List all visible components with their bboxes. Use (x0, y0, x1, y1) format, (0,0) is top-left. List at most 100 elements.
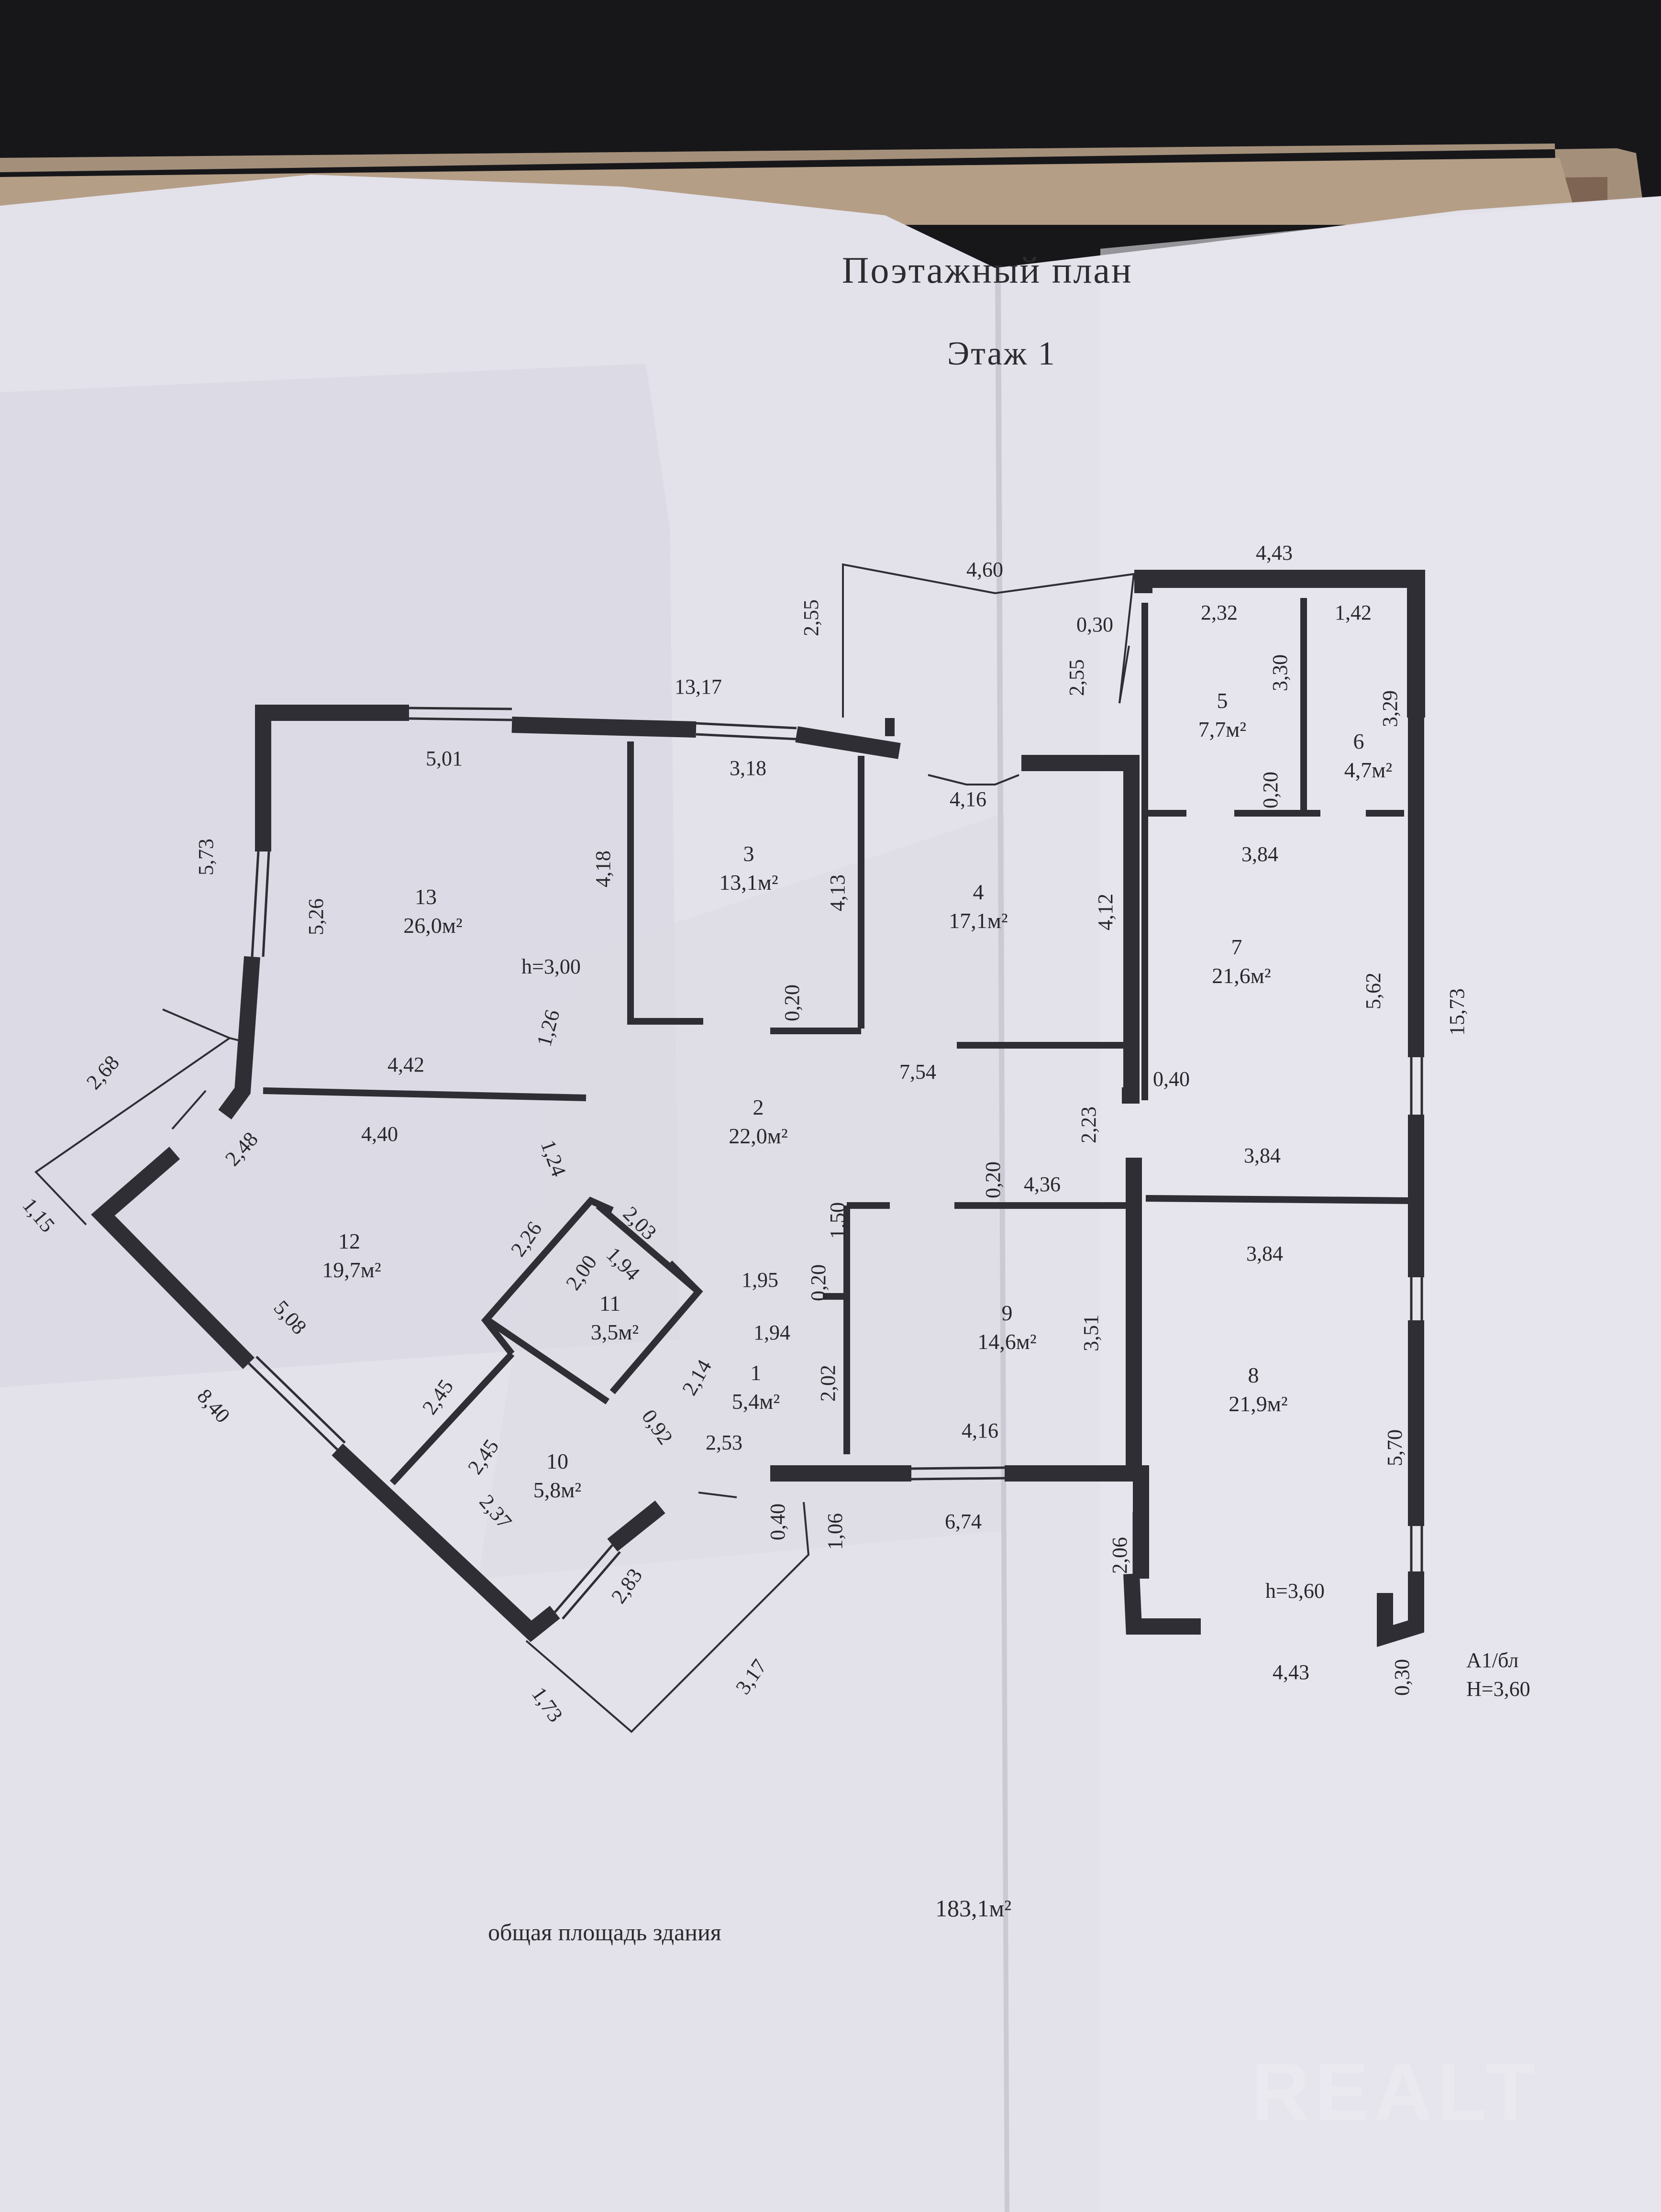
dim-label: 4,42 (388, 1053, 424, 1076)
dim-label: 4,16 (950, 787, 986, 811)
dim-label: 3,17 (731, 1655, 771, 1699)
room-9-number: 9 (1002, 1301, 1013, 1325)
plan-title: Поэтажный план (842, 249, 1133, 291)
room-10-number: 10 (546, 1449, 568, 1473)
dim-label: 5,73 (194, 839, 218, 875)
dim-label: 1,06 (823, 1513, 847, 1550)
dim-label: 4,40 (361, 1122, 398, 1146)
dim-label: 1,42 (1335, 601, 1372, 624)
total-area-value: 183,1м² (935, 1895, 1012, 1922)
dim-label: 2,14 (677, 1356, 716, 1399)
room-3-number: 3 (743, 841, 754, 866)
room-2-area: 22,0м² (729, 1124, 787, 1148)
dim-label: 2,23 (1077, 1106, 1100, 1143)
dim-label: 1,94 (753, 1321, 790, 1344)
dim-label: 2,06 (1108, 1537, 1131, 1574)
dim-label: 8,40 (193, 1384, 235, 1427)
room-2-number: 2 (753, 1095, 764, 1119)
dim-label: 4,36 (1024, 1172, 1061, 1196)
dim-label: 0,20 (1259, 772, 1282, 808)
dim-label: 2,00 (561, 1251, 601, 1294)
dim-label: 0,40 (766, 1504, 789, 1540)
dim-label: 1,73 (527, 1683, 567, 1726)
dim-label: 13,17 (675, 675, 722, 698)
dim-label: 3,84 (1246, 1242, 1283, 1265)
room-7-number: 7 (1231, 935, 1242, 959)
dim-label: 2,02 (816, 1365, 840, 1402)
room-1-area: 5,4м² (732, 1389, 780, 1414)
dim-label: 5,70 (1383, 1429, 1406, 1466)
total-area-label: общая площадь здания (488, 1919, 721, 1946)
block-code: А1/бл (1466, 1648, 1518, 1672)
room-11-number: 11 (599, 1291, 620, 1316)
dim-label: 2,32 (1201, 601, 1238, 624)
dim-label: 5,08 (269, 1296, 311, 1339)
windows (248, 707, 1423, 1620)
dim-label: 2,48 (221, 1128, 263, 1171)
dim-label: 2,68 (82, 1051, 124, 1094)
room-labels: 2 22,0м² 3 13,1м² 4 17,1м² 5 7,7м² 6 4,7… (322, 688, 1392, 1502)
dim-label: 0,30 (1076, 613, 1113, 636)
dim-label: 2,37 (475, 1490, 516, 1533)
room-13-number: 13 (415, 885, 437, 909)
dim-label: 2,83 (607, 1564, 647, 1608)
dim-label: 2,55 (1065, 659, 1088, 696)
height-labels: h=3,00 h=3,60 А1/бл H=3,60 (521, 955, 1530, 1701)
dim-label: 0,20 (981, 1161, 1005, 1198)
dim-label: 0,40 (1153, 1067, 1190, 1091)
realt-watermark: REALT (1251, 2046, 1540, 2137)
dim-label: 3,29 (1378, 690, 1402, 727)
dim-label: 3,84 (1244, 1144, 1281, 1167)
dim-label: 2,45 (418, 1375, 458, 1419)
dim-label: 1,94 (602, 1242, 644, 1285)
dim-label: 0,92 (637, 1405, 677, 1449)
walls (91, 705, 1424, 1648)
dim-label: 1,95 (742, 1268, 778, 1292)
room-5-number: 5 (1217, 688, 1228, 713)
dim-label: 3,51 (1079, 1315, 1103, 1351)
room-6-area: 4,7м² (1344, 758, 1392, 782)
room-12-number: 12 (338, 1229, 360, 1253)
dim-label: 4,16 (962, 1419, 998, 1442)
dim-label: 5,26 (304, 898, 328, 935)
room-4-number: 4 (973, 880, 984, 904)
room-12-area: 19,7м² (322, 1258, 381, 1282)
room-7-area: 21,6м² (1212, 963, 1271, 988)
interior-walls (263, 598, 1414, 1485)
dim-label: 0,20 (807, 1264, 830, 1301)
dim-label: 3,18 (730, 756, 766, 780)
dim-label: 1,50 (826, 1202, 849, 1239)
room-9-area: 14,6м² (977, 1329, 1036, 1354)
room-3-area: 13,1м² (719, 870, 778, 895)
dimension-lines (34, 563, 1135, 1733)
floor-label: Этаж 1 (947, 335, 1056, 372)
dim-label: 0,20 (780, 984, 804, 1021)
dim-label: 2,45 (463, 1435, 503, 1479)
dim-label: 0,30 (1390, 1659, 1414, 1696)
room-4-area: 17,1м² (949, 908, 1008, 933)
dim-label: 4,43 (1273, 1660, 1309, 1684)
room-11-area: 3,5м² (591, 1320, 639, 1344)
height-wing: h=3,60 (1265, 1579, 1325, 1603)
dim-label: 15,73 (1445, 988, 1469, 1036)
room-1-number: 1 (751, 1360, 762, 1385)
dim-label: 2,55 (799, 599, 823, 636)
room-13-area: 26,0м² (403, 913, 462, 938)
height-main: h=3,00 (521, 955, 581, 978)
room-5-area: 7,7м² (1198, 717, 1246, 741)
dim-label: 5,62 (1362, 973, 1385, 1009)
room-8-number: 8 (1248, 1363, 1259, 1387)
dim-label: 1,24 (536, 1137, 571, 1180)
dim-label: 4,43 (1256, 541, 1293, 564)
dim-label: 1,26 (532, 1007, 564, 1049)
dim-label: 2,53 (706, 1431, 742, 1454)
dim-label: 6,74 (945, 1510, 982, 1533)
dim-label: 3,30 (1268, 654, 1292, 691)
exterior-walls (885, 570, 1425, 736)
dim-label: 5,01 (426, 747, 463, 770)
room-8-area: 21,9м² (1229, 1392, 1287, 1416)
dim-label: 3,84 (1241, 842, 1278, 866)
dim-label: 2,03 (619, 1202, 661, 1244)
